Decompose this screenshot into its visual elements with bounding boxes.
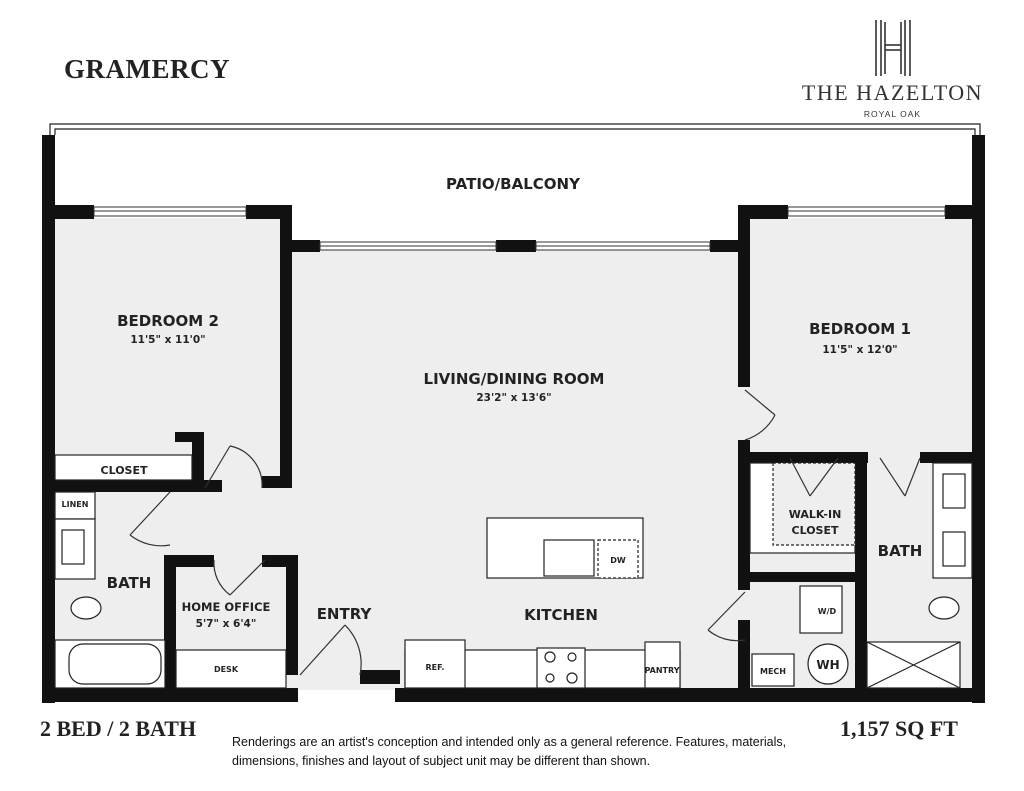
desk [175,649,287,689]
refrigerator [404,639,466,689]
toilet-right [928,596,960,620]
square-footage: 1,157 SQ FT [840,716,958,741]
range [536,647,586,689]
plan-name: GRAMERCY [64,54,230,84]
label-bedroom1: BEDROOM 1 [809,320,911,338]
doors [129,389,921,676]
tub-basin [68,643,162,685]
label-desk: DESK [214,665,239,674]
label-closet: CLOSET [101,464,148,477]
label-mech: MECH [760,667,786,676]
walkin-inner [772,462,856,546]
label-entry: ENTRY [317,605,373,623]
closet-shelf [54,454,193,481]
label-linen: LINEN [62,500,89,509]
mech-unit [751,653,795,687]
fixtures [54,454,973,689]
label-home-office: HOME OFFICE [182,600,271,614]
label-wd: W/D [818,607,837,616]
brand-name: THE HAZELTON [801,80,984,105]
brand-logo: THE HAZELTON ROYAL OAK [790,18,995,119]
toilet-left [70,596,102,620]
label-bath-left: BATH [107,574,152,592]
dims-bedroom2: 11'5" x 11'0" [130,334,205,346]
patio-outline [49,123,981,135]
washer-dryer [799,585,843,634]
linen-cabinet [54,491,96,520]
water-heater [807,643,849,685]
dishwasher [597,539,639,579]
label-walkin-2: CLOSET [792,524,839,537]
sink-left [61,529,85,565]
label-dw: DW [610,556,626,565]
walls [42,135,985,703]
label-walkin-1: WALK-IN [789,508,842,521]
dims-living: 23'2" x 13'6" [476,392,551,404]
label-wh: WH [816,658,839,672]
island-sink [543,539,595,577]
brand-location: ROYAL OAK [863,109,922,119]
label-patio: PATIO/BALCONY [446,175,581,193]
label-bedroom2: BEDROOM 2 [117,312,219,330]
label-bath-right: BATH [878,542,923,560]
pantry [644,641,681,689]
dims-bedroom1: 11'5" x 12'0" [822,344,897,356]
dims-home-office: 5'7" x 6'4" [196,618,257,630]
monogram-h-icon [874,20,911,76]
label-ref: REF. [426,663,445,672]
label-pantry: PANTRY [645,666,680,675]
bed-bath-count: 2 BED / 2 BATH [40,716,197,741]
patio-area [55,128,972,218]
windows [93,206,946,251]
label-living: LIVING/DINING ROOM [424,370,605,388]
disclaimer: Renderings are an artist's conception an… [232,735,787,768]
label-kitchen: KITCHEN [524,606,598,624]
